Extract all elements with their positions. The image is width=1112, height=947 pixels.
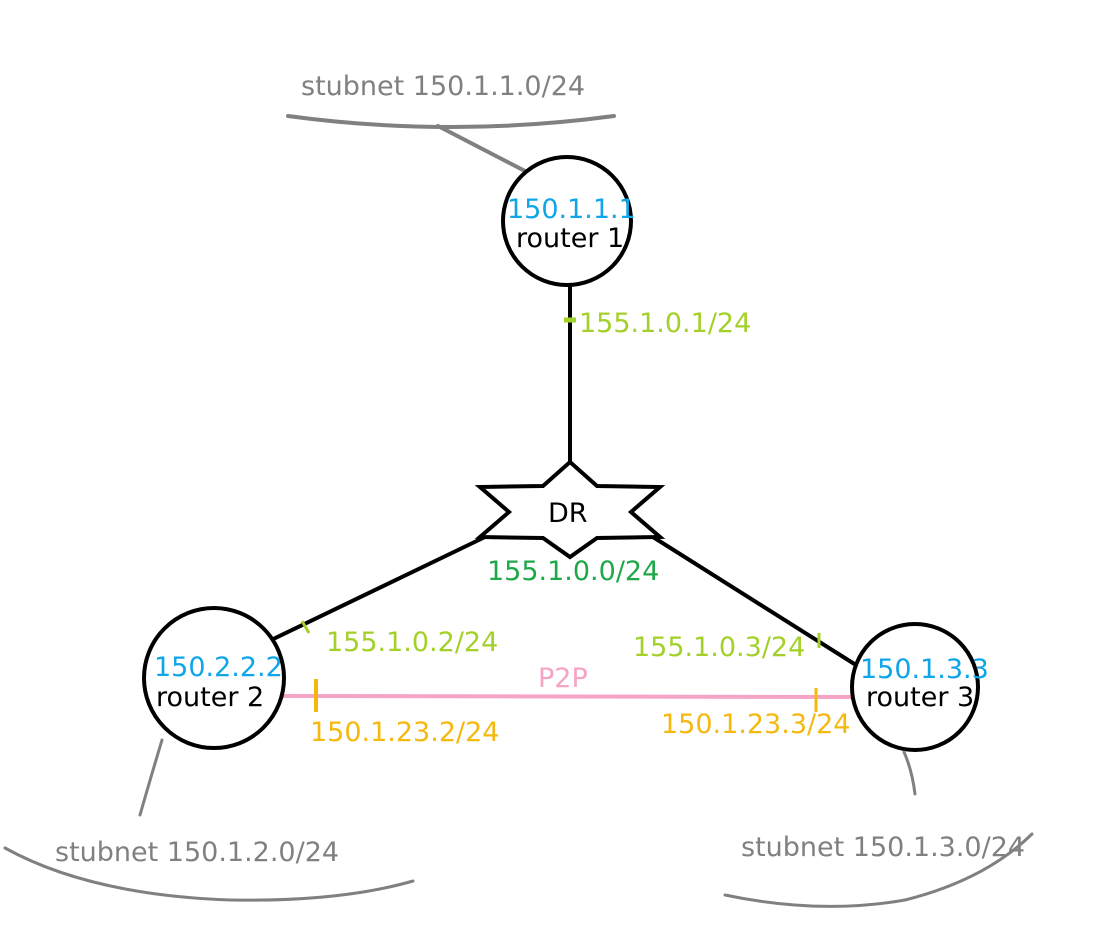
dr-network-label: 155.1.0.0/24 [487, 556, 659, 587]
r2-broadcast-ip: 155.1.0.2/24 [326, 627, 498, 658]
p2p-label: P2P [538, 663, 588, 694]
r2-broadcast-marker [300, 620, 311, 634]
router-3-id: 150.1.3.3 [860, 654, 989, 685]
r3-broadcast-ip: 155.1.0.3/24 [633, 632, 805, 663]
dr-label: DR [548, 498, 588, 529]
router-3-node [850, 622, 980, 752]
dr-star [474, 459, 666, 560]
router-2-name: router 2 [156, 682, 264, 713]
router-2-node [142, 606, 286, 750]
p2p-link [281, 694, 858, 699]
link-r2-dr [264, 535, 486, 645]
stubnet-1-label: stubnet 150.1.1.0/24 [301, 71, 585, 102]
stubnet-2-link [138, 738, 164, 817]
stubnet-3-link [902, 750, 917, 796]
r2-p2p-ip: 150.1.23.2/24 [310, 717, 499, 748]
router-3-name: router 3 [866, 682, 974, 713]
stubnet-3-label: stubnet 150.1.3.0/24 [741, 832, 1025, 863]
router-1-id: 150.1.1.1 [507, 194, 636, 225]
stubnet-2-label: stubnet 150.1.2.0/24 [55, 837, 339, 868]
router-1-name: router 1 [516, 223, 624, 254]
stubnet-1-line [286, 114, 616, 129]
r1-broadcast-ip: 155.1.0.1/24 [579, 308, 751, 339]
stubnet-1-link [436, 124, 527, 173]
router-2-id: 150.2.2.2 [154, 652, 283, 683]
r3-p2p-ip: 150.1.23.3/24 [661, 709, 850, 740]
stubnet-3-line [723, 832, 1034, 908]
link-r3-dr [651, 535, 858, 667]
stubnet-2-line [3, 846, 415, 902]
router-1-node [501, 155, 633, 287]
